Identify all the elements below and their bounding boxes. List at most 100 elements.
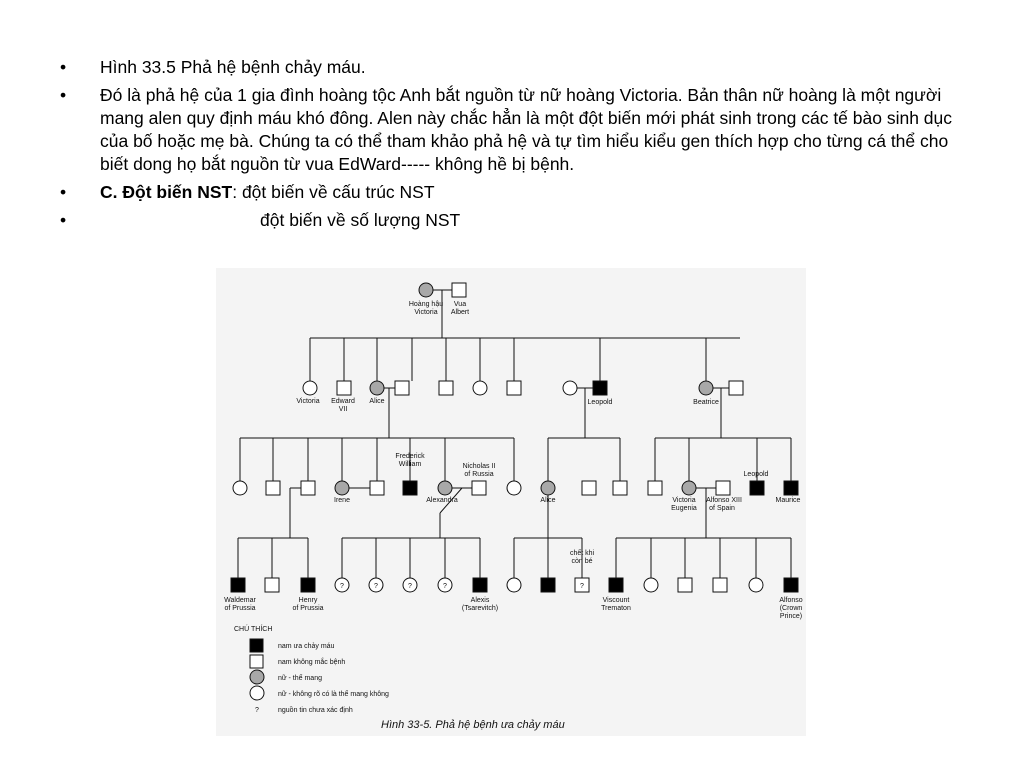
son-symbol — [264, 577, 280, 593]
label-leopold2: Leopold — [744, 471, 769, 478]
daughter-symbol — [232, 480, 248, 496]
legend: CHÚ THÍCH nam ưa chảy máu nam không mắc … — [234, 624, 389, 714]
beatrice-spouse-symbol — [728, 380, 744, 396]
viscount-trematon-affected-symbol — [608, 577, 624, 593]
bullet-bold-heading: C. Đột biến NST — [100, 182, 233, 202]
label-viscount-1: Viscount — [603, 597, 630, 604]
label-albert-2: Albert — [451, 309, 469, 316]
alexandra-carrier-symbol — [437, 480, 453, 496]
label-frederick-1: Frederick — [395, 453, 425, 460]
unknown-daughter-symbol — [402, 577, 418, 593]
legend-healthy-male: nam không mắc bệnh — [278, 657, 345, 666]
label-died-1: chết khi — [570, 548, 595, 557]
alexis-affected-symbol — [472, 577, 488, 593]
label-irene: Irene — [334, 497, 350, 504]
son-symbol — [677, 577, 693, 593]
son-symbol — [369, 480, 385, 496]
affected-son-symbol — [540, 577, 556, 593]
alice2-carrier-symbol — [540, 480, 556, 496]
legend-carrier-female: nữ - thể mang — [278, 674, 322, 682]
label-edward-2: VII — [339, 406, 348, 413]
label-victoria-eugenia-2: Eugenia — [671, 505, 697, 512]
bullet-dot: • — [60, 210, 67, 230]
son-symbol — [438, 380, 454, 396]
son-symbol — [506, 380, 522, 396]
daughter-symbol — [643, 577, 659, 593]
bullet-text: đột biến về số lượng NST — [260, 210, 461, 230]
bullet-figure-title: • Hình 33.5 Phả hệ bệnh chảy máu. — [60, 56, 980, 79]
label-henry-2: of Prussia — [292, 605, 323, 612]
alice-carrier-symbol — [369, 380, 385, 396]
bullet-text: Hình 33.5 Phả hệ bệnh chảy máu. — [100, 57, 366, 77]
leopold-affected-symbol — [592, 380, 608, 396]
unknown-mark: ? — [408, 583, 412, 590]
son-symbol — [612, 480, 628, 496]
label-nicholas-1: Nicholas II — [463, 463, 496, 470]
leopold2-affected-symbol — [749, 480, 765, 496]
label-queen-victoria-1: Hoàng hậu — [409, 301, 443, 308]
label-alexandra: Alexandra — [426, 497, 458, 504]
bullet-text: : đột biến về cấu trúc NST — [232, 182, 435, 202]
generation-3 — [232, 480, 799, 496]
legend-carrier-female-symbol — [249, 669, 265, 685]
frederick-william-affected-symbol — [402, 480, 418, 496]
label-alfonso-3: Prince) — [780, 613, 802, 620]
bullet-description: • Đó là phả hệ của 1 gia đình hoàng tộc … — [60, 84, 980, 176]
figure-caption: Hình 33-5. Phả hệ bệnh ưa chảy máu — [381, 719, 565, 731]
label-victoria-eugenia-1: Victoria — [672, 497, 695, 504]
label-viscount-2: Trematon — [601, 605, 631, 612]
waldemar-affected-symbol — [230, 577, 246, 593]
label-alexis-1: Alexis — [471, 597, 490, 604]
alfonso-crown-prince-affected-symbol — [783, 577, 799, 593]
maurice-affected-symbol — [783, 480, 799, 496]
label-alfonso-1: Alfonso — [779, 597, 802, 604]
label-alfonso13-1: Alfonso XIII — [706, 497, 742, 504]
bullet-dot: • — [60, 57, 67, 77]
unknown-daughter-symbol — [437, 577, 453, 593]
irene-spouse-symbol — [300, 480, 316, 496]
nicholas-ii-symbol — [471, 480, 487, 496]
edward-vii-symbol — [336, 380, 352, 396]
generation-4 — [230, 577, 799, 593]
label-alexis-2: (Tsarevitch) — [462, 605, 498, 612]
legend-healthy-male-symbol — [249, 654, 264, 669]
label-beatrice: Beatrice — [693, 399, 719, 406]
beatrice-carrier-symbol — [698, 380, 714, 396]
unknown-mark: ? — [580, 583, 584, 590]
legend-title: CHÚ THÍCH — [234, 624, 272, 633]
label-edward-1: Edward — [331, 398, 355, 405]
legend-unknown-female: nữ - không rõ có là thể mang không — [278, 690, 389, 698]
label-frederick-2: William — [399, 461, 422, 468]
unknown-mark: ? — [374, 583, 378, 590]
unknown-mark: ? — [340, 583, 344, 590]
label-alice: Alice — [369, 398, 384, 405]
died-young-symbol — [574, 577, 590, 593]
bullet-chromosome-mutation: • C. Đột biến NST: đột biến về cấu trúc … — [60, 181, 980, 204]
label-henry-1: Henry — [299, 597, 318, 604]
king-albert-symbol — [451, 282, 467, 298]
alfonso-xiii-symbol — [715, 480, 731, 496]
unknown-mark: ? — [443, 583, 447, 590]
generation-2 — [302, 380, 744, 396]
label-maurice: Maurice — [776, 497, 801, 504]
son-symbol — [647, 480, 663, 496]
victoria-eugenia-carrier-symbol — [681, 480, 697, 496]
legend-affected-male-symbol — [249, 638, 264, 653]
label-alfonso-2: (Crown — [780, 605, 803, 612]
bullet-list: • Hình 33.5 Phả hệ bệnh chảy máu. • Đó l… — [60, 56, 980, 237]
legend-unknown-source: nguồn tin chưa xác định — [278, 705, 353, 714]
pedigree-lines — [237, 289, 792, 581]
irene-carrier-symbol — [334, 480, 350, 496]
alice-spouse-symbol — [394, 380, 410, 396]
bullet-number-mutation: • đột biến về số lượng NST — [60, 209, 980, 232]
son-symbol — [265, 480, 281, 496]
son-symbol — [712, 577, 728, 593]
label-nicholas-2: of Russia — [464, 471, 493, 478]
daughter-symbol — [506, 480, 522, 496]
henry-affected-symbol — [300, 577, 316, 593]
bullet-dot: • — [60, 182, 67, 202]
bullet-dot: • — [60, 85, 67, 105]
leopold-spouse-symbol — [562, 380, 578, 396]
label-alice2: Alice — [540, 497, 555, 504]
queen-victoria-carrier-symbol — [418, 282, 434, 298]
